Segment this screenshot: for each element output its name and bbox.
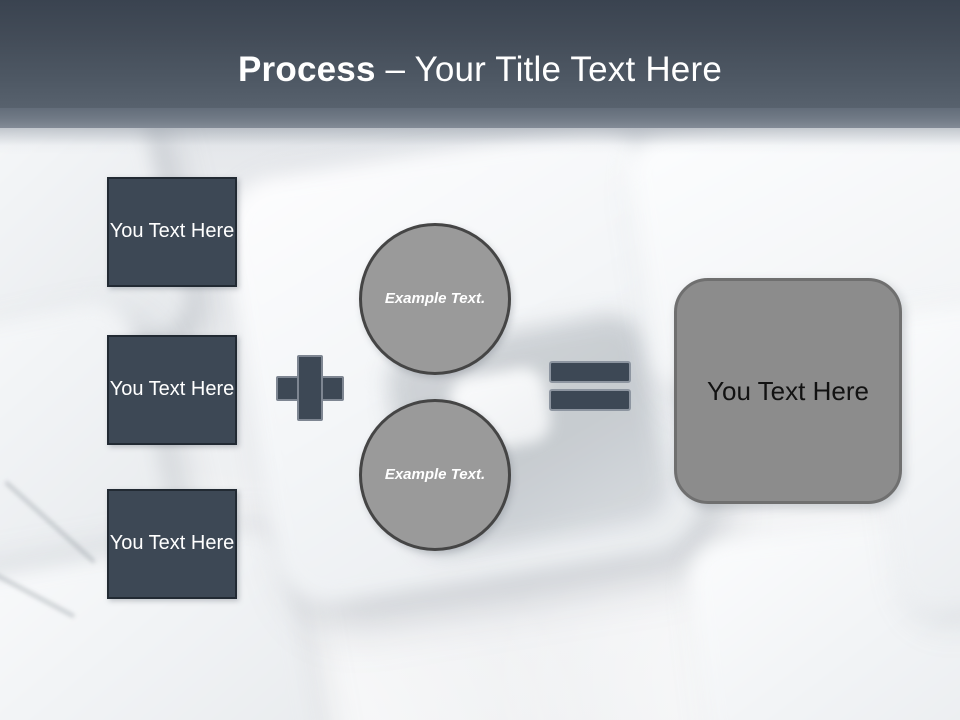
input-box-3[interactable]: You Text Here xyxy=(107,489,237,599)
equals-bar-top xyxy=(549,361,631,383)
result-box[interactable]: You Text Here xyxy=(674,278,902,504)
input-box-1[interactable]: You Text Here xyxy=(107,177,237,287)
circle-1[interactable]: Example Text. xyxy=(359,223,511,375)
plus-core xyxy=(299,378,321,399)
input-box-2[interactable]: You Text Here xyxy=(107,335,237,445)
title-bar xyxy=(0,0,960,128)
equals-icon xyxy=(549,361,631,411)
circle-2[interactable]: Example Text. xyxy=(359,399,511,551)
plus-icon xyxy=(276,355,344,421)
page-title-rest: – Your Title Text Here xyxy=(375,50,722,89)
page-title: Process – Your Title Text Here xyxy=(0,50,960,90)
equals-bar-bottom xyxy=(549,389,631,411)
page-title-bold: Process xyxy=(238,50,376,89)
